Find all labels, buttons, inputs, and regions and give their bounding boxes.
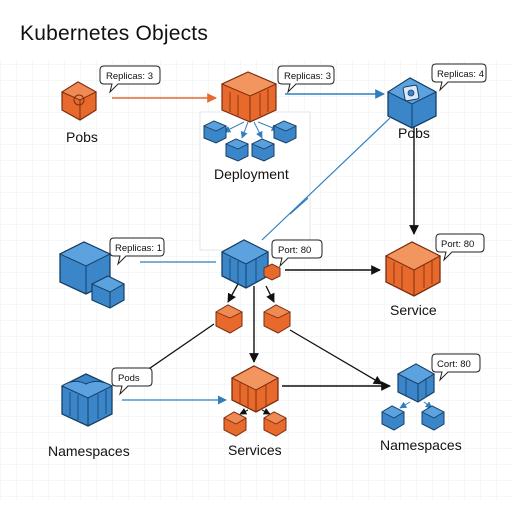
service-right-callout: Port: 80 [435, 233, 485, 262]
pobs-left-callout-text: Replicas: 3 [106, 71, 153, 82]
link-pobs-to-center [261, 117, 391, 241]
diagram-title: Kubernetes Objects [20, 22, 209, 45]
pod-cube-icon [386, 77, 438, 129]
pod-mini-icon [263, 304, 291, 334]
deployment-label: Deployment [214, 166, 289, 182]
namespaces-right-label: Namespaces [380, 437, 462, 453]
pobs-right-label: Pobs [398, 125, 430, 141]
pod-mini-icon [225, 138, 249, 162]
link-pobs-to-center-b [289, 197, 309, 215]
pobs-left-label: Pobs [66, 129, 98, 145]
service-right-node[interactable]: Service [384, 241, 442, 318]
container-stack-icon [220, 239, 281, 289]
deployment-callout-text: Replicas: 3 [284, 71, 331, 82]
service-right-label: Service [390, 302, 437, 318]
arrow-center-to-pod-a [227, 283, 239, 303]
namespaces-left-node[interactable]: Namespaces [48, 373, 130, 459]
pod-mini-icon [215, 304, 243, 334]
container-stack-icon [58, 241, 126, 309]
namespaces-right-callout-text: Cort: 80 [437, 359, 471, 370]
namespaces-left-callout-text: Pods [118, 373, 140, 384]
connectors [112, 89, 419, 405]
center-callout: Port: 80 [271, 239, 323, 268]
arrow-center-to-pod-b [265, 285, 275, 303]
namespaces-right-callout: Cort: 80 [431, 353, 481, 382]
deployment-node[interactable]: Deployment [203, 71, 297, 182]
pobs-right-callout-text: Replicas: 4 [437, 69, 484, 80]
pod-mini-icon [273, 120, 297, 144]
deployment-callout: Replicas: 3 [277, 65, 335, 94]
namespaces-right-pods [381, 401, 445, 431]
pobs-left-node[interactable]: Pobs [60, 81, 98, 145]
center-node[interactable] [220, 239, 281, 289]
pod-mini-icon [251, 138, 275, 162]
pobs-right-callout: Replicas: 4 [431, 63, 487, 92]
pobs-right-node[interactable]: Pobs [386, 77, 438, 141]
container-icon [384, 241, 442, 297]
container-icon [396, 363, 435, 403]
namespaces-left-callout: Pods [111, 367, 153, 396]
pod-cube-icon [60, 81, 98, 121]
services-center-label: Services [228, 442, 282, 458]
replica-left-callout-text: Replicas: 1 [115, 243, 162, 254]
container-icon [230, 365, 280, 413]
pod-mini-icon [203, 120, 227, 144]
replica-left-node[interactable] [58, 241, 126, 309]
arrow-pod-to-namespaces [289, 329, 383, 385]
services-pods [223, 408, 287, 437]
deployment-pods [203, 120, 297, 162]
namespaces-right-node[interactable]: Namespaces [380, 363, 462, 453]
replica-left-callout: Replicas: 1 [109, 237, 165, 266]
center-callout-text: Port: 80 [278, 245, 311, 256]
service-right-callout-text: Port: 80 [441, 239, 474, 250]
pobs-left-callout: Replicas: 3 [99, 65, 161, 94]
namespaces-left-label: Namespaces [48, 443, 130, 459]
services-center-node[interactable]: Services [223, 365, 287, 458]
container-icon [60, 373, 114, 427]
container-stack-icon [220, 71, 278, 123]
